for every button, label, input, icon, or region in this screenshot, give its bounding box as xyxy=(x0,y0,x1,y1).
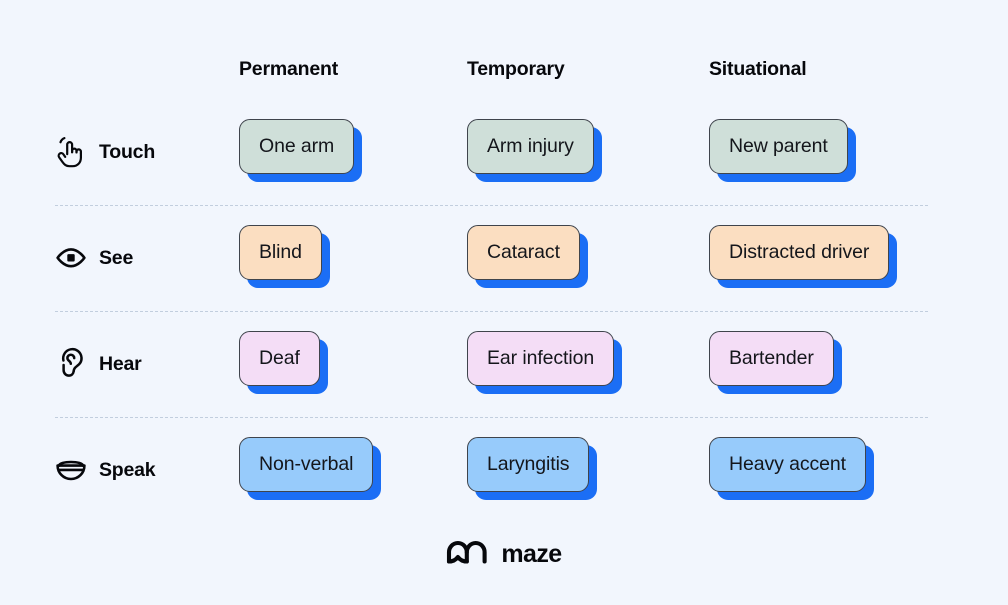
card-one-arm[interactable]: One arm xyxy=(239,119,355,174)
column-header-row: Permanent Temporary Situational xyxy=(0,58,1008,92)
card-non-verbal[interactable]: Non-verbal xyxy=(239,437,374,492)
matrix-cell-see-situational[interactable]: Distracted driver xyxy=(709,225,898,288)
row-label-text: See xyxy=(99,246,134,269)
card-distracted-driver[interactable]: Distracted driver xyxy=(709,225,890,280)
row-divider xyxy=(55,311,928,312)
matrix-cell-see-temporary[interactable]: Cataract xyxy=(467,225,588,288)
maze-logo-text: maze xyxy=(501,539,562,568)
row-label-text: Speak xyxy=(99,458,156,481)
matrix-cell-hear-temporary[interactable]: Ear infection xyxy=(467,331,623,394)
row-label-text: Hear xyxy=(99,352,142,375)
row-label-speak: Speak xyxy=(55,444,156,496)
row-divider xyxy=(55,205,928,206)
row-label-touch: Touch xyxy=(55,126,155,178)
matrix-row-speak: Speak Non-verbal Laryngitis Heavy accent xyxy=(0,417,1008,523)
card-bartender[interactable]: Bartender xyxy=(709,331,834,386)
card-arm-injury[interactable]: Arm injury xyxy=(467,119,594,174)
matrix-cell-touch-situational[interactable]: New parent xyxy=(709,119,856,182)
column-header-permanent: Permanent xyxy=(239,58,338,80)
matrix-row-see: See Blind Cataract Distracted driver xyxy=(0,205,1008,311)
row-label-text: Touch xyxy=(99,140,156,163)
matrix-cell-touch-permanent[interactable]: One arm xyxy=(239,119,363,182)
mouth-icon xyxy=(55,453,87,487)
matrix-cell-hear-permanent[interactable]: Deaf xyxy=(239,331,328,394)
ear-icon xyxy=(55,347,87,381)
matrix-cell-speak-situational[interactable]: Heavy accent xyxy=(709,437,874,500)
card-laryngitis[interactable]: Laryngitis xyxy=(467,437,590,492)
matrix-cell-speak-permanent[interactable]: Non-verbal xyxy=(239,437,382,500)
matrix-cell-speak-temporary[interactable]: Laryngitis xyxy=(467,437,598,500)
card-deaf[interactable]: Deaf xyxy=(239,331,320,386)
matrix-cell-hear-situational[interactable]: Bartender xyxy=(709,331,842,394)
brand-footer: maze xyxy=(0,539,1008,569)
card-cataract[interactable]: Cataract xyxy=(467,225,580,280)
card-blind[interactable]: Blind xyxy=(239,225,322,280)
eye-icon xyxy=(55,241,87,275)
matrix-cell-touch-temporary[interactable]: Arm injury xyxy=(467,119,602,182)
card-heavy-accent[interactable]: Heavy accent xyxy=(709,437,866,492)
column-header-situational: Situational xyxy=(709,58,807,80)
card-ear-infection[interactable]: Ear infection xyxy=(467,331,615,386)
card-new-parent[interactable]: New parent xyxy=(709,119,848,174)
row-label-see: See xyxy=(55,232,133,284)
maze-logo-icon xyxy=(446,539,490,569)
tap-hand-icon xyxy=(55,135,87,169)
row-divider xyxy=(55,417,928,418)
column-header-temporary: Temporary xyxy=(467,58,565,80)
matrix-row-touch: Touch One arm Arm injury New parent xyxy=(0,99,1008,205)
matrix-cell-see-permanent[interactable]: Blind xyxy=(239,225,330,288)
matrix-row-hear: Hear Deaf Ear infection Bartender xyxy=(0,311,1008,417)
row-label-hear: Hear xyxy=(55,338,142,390)
